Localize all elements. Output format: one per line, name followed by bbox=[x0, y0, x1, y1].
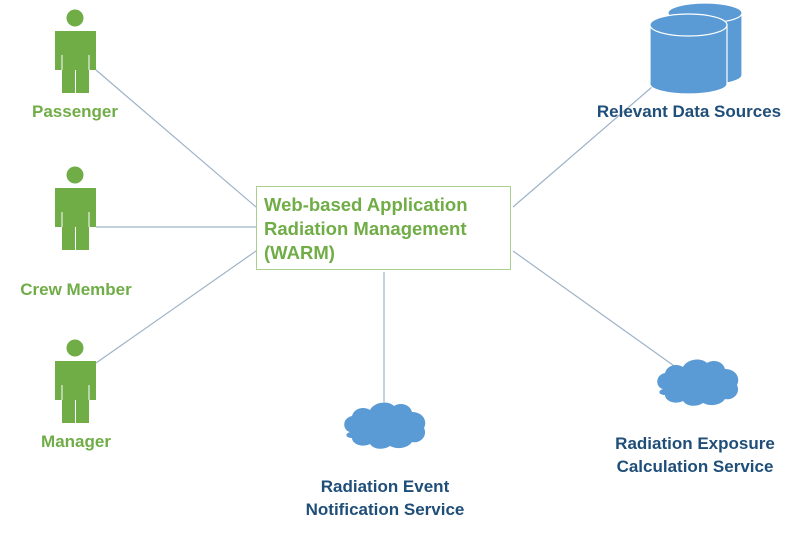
connector-exposure-service bbox=[512, 250, 678, 369]
connector-manager bbox=[95, 250, 257, 364]
system-label-data-sources: Relevant Data Sources bbox=[596, 102, 782, 121]
center-node-line: (WARM) bbox=[264, 242, 335, 263]
connector-data-sources bbox=[512, 86, 653, 208]
connector-passenger bbox=[95, 69, 257, 208]
system-label-notification-service: Radiation Event Notification Service bbox=[285, 475, 485, 521]
center-node-line: Web-based Application bbox=[264, 194, 468, 215]
center-node-line: Radiation Management bbox=[264, 218, 467, 239]
actor-label-crew-member: Crew Member bbox=[20, 280, 132, 299]
system-label-exposure-service: Radiation Exposure Calculation Service bbox=[595, 432, 795, 478]
cloud-icon bbox=[657, 359, 739, 406]
person-icon bbox=[55, 339, 96, 423]
actor-label-manager: Manager bbox=[41, 432, 111, 451]
system-label-line: Calculation Service bbox=[616, 457, 774, 476]
person-icon bbox=[55, 166, 96, 250]
system-label-line: Radiation Event bbox=[320, 477, 450, 496]
system-label-line: Notification Service bbox=[305, 500, 465, 519]
cloud-icon bbox=[344, 402, 426, 449]
system-label-line: Radiation Exposure bbox=[615, 434, 775, 453]
database-icon bbox=[649, 2, 743, 95]
center-node-warm: Web-based Application Radiation Manageme… bbox=[256, 186, 511, 270]
person-icon bbox=[55, 9, 96, 93]
actor-label-passenger: Passenger bbox=[32, 102, 118, 121]
